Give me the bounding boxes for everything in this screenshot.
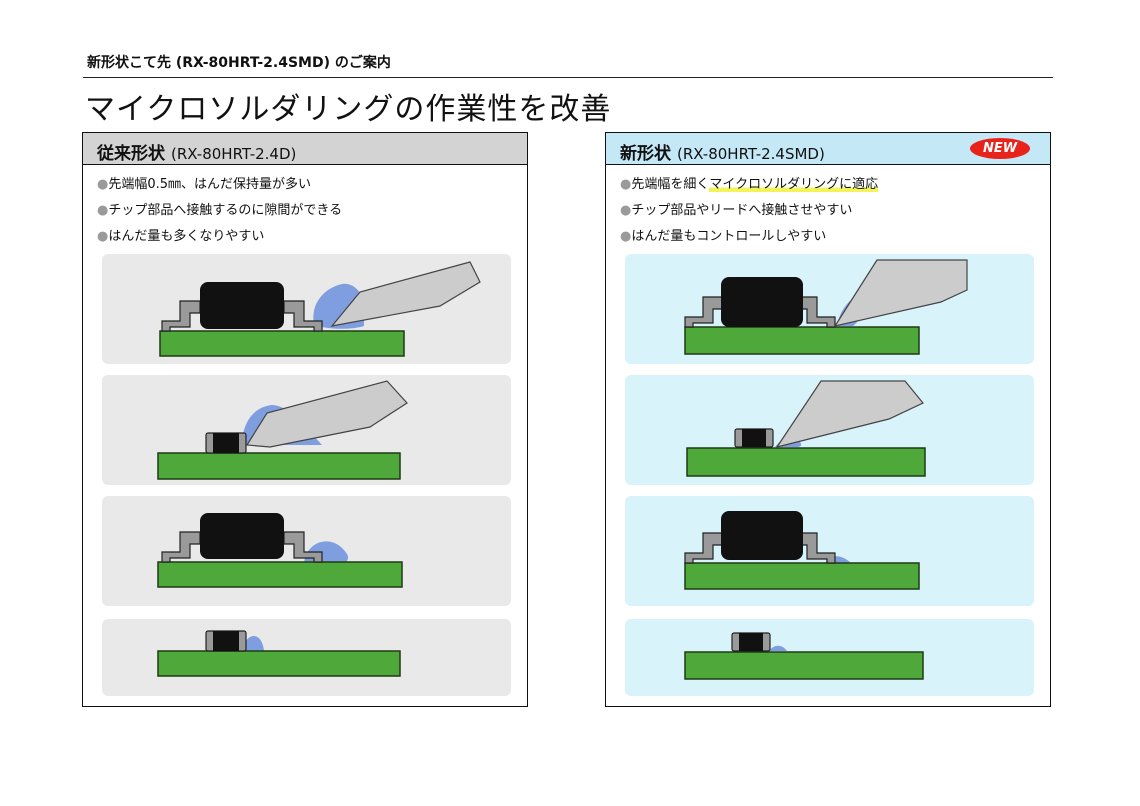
chip-body <box>213 433 239 453</box>
solder-fillet <box>769 645 787 651</box>
pcb-board <box>684 326 920 355</box>
pcb-board <box>157 650 401 677</box>
feature-item: ●先端幅を細くマイクロソルダリングに適応 <box>620 175 879 201</box>
feature-text: はんだ量も多くなりやすい <box>108 229 265 244</box>
feature-text: はんだ量もコントロールしやすい <box>631 229 827 244</box>
pcb-board <box>159 330 405 357</box>
soldering-tip <box>330 261 481 327</box>
new-diagram-large-chip-angled <box>625 254 1034 364</box>
bullet-icon: ● <box>620 229 632 244</box>
bullet-icon: ● <box>620 203 632 218</box>
conventional-title-main: 従来形状 <box>97 144 165 164</box>
new-title-model: (RX-80HRT-2.4SMD) <box>677 145 825 163</box>
feature-item: ●チップ部品へ接触するのに隙間ができる <box>97 201 342 227</box>
chip-component <box>200 282 284 329</box>
conventional-diagram-small-chip-angled <box>102 375 511 485</box>
header-rule <box>83 77 1053 78</box>
component-lead <box>161 531 201 563</box>
conventional-features: ●先端幅0.5㎜、はんだ保持量が多い ●チップ部品へ接触するのに隙間ができる ●… <box>97 175 342 253</box>
new-diagram-large-chip-result <box>625 496 1034 606</box>
chip-body <box>739 633 763 651</box>
conventional-diagram-large-chip-result <box>102 496 511 606</box>
bullet-icon: ● <box>97 203 109 218</box>
bullet-icon: ● <box>97 229 109 244</box>
conventional-panel: 従来形状(RX-80HRT-2.4D) ●先端幅0.5㎜、はんだ保持量が多い ●… <box>82 132 528 707</box>
feature-text: 先端幅0.5㎜、はんだ保持量が多い <box>108 177 312 192</box>
feature-item: ●はんだ量も多くなりやすい <box>97 227 342 253</box>
feature-text: チップ部品へ接触するのに隙間ができる <box>108 203 343 218</box>
feature-item: ●チップ部品やリードへ接触させやすい <box>620 201 878 227</box>
feature-highlight: マイクロソルダリング <box>709 177 840 192</box>
chip-body <box>742 429 766 447</box>
new-diagram-small-chip-angled <box>625 375 1034 485</box>
chip-component <box>721 511 803 560</box>
pcb-board <box>684 651 924 680</box>
feature-text: 先端幅を細く <box>631 177 710 192</box>
pcb-board <box>157 452 401 480</box>
new-title-main: 新形状 <box>620 144 671 164</box>
conventional-panel-title: 従来形状 (RX-80HRT-2.4D) <box>97 139 296 164</box>
new-badge: NEW <box>970 138 1030 159</box>
conventional-panel-header: 従来形状 (RX-80HRT-2.4D) <box>83 133 527 165</box>
header-subtitle: 新形状こて先 (RX-80HRT-2.4SMD) のご案内 <box>87 55 391 71</box>
pcb-board <box>686 447 926 477</box>
new-shape-panel: 新形状(RX-80HRT-2.4SMD) NEW ●先端幅を細くマイクロソルダリ… <box>605 132 1051 707</box>
pcb-board <box>684 562 920 590</box>
soldering-tip <box>775 380 924 448</box>
chip-component <box>721 277 803 327</box>
bullet-icon: ● <box>620 177 632 192</box>
feature-text-suffix: に適応 <box>839 177 879 192</box>
conventional-diagram-small-chip-result <box>102 619 511 696</box>
component-lead <box>684 532 724 564</box>
conventional-diagram-large-chip-angled <box>102 254 511 364</box>
conventional-title-model: (RX-80HRT-2.4D) <box>171 145 297 163</box>
component-lead <box>684 296 724 328</box>
feature-item: ●先端幅0.5㎜、はんだ保持量が多い <box>97 175 342 201</box>
bullet-icon: ● <box>97 177 109 192</box>
page-title: マイクロソルダリングの作業性を改善 <box>85 92 612 127</box>
chip-component <box>200 513 284 559</box>
chip-body <box>213 631 239 651</box>
component-lead <box>161 300 201 332</box>
new-shape-panel-title: 新形状 (RX-80HRT-2.4SMD) <box>620 139 825 164</box>
soldering-tip <box>833 259 968 327</box>
feature-item: ●はんだ量もコントロールしやすい <box>620 227 878 253</box>
solder-fillet <box>242 636 264 651</box>
pcb-board <box>157 561 403 588</box>
new-shape-panel-header: 新形状 (RX-80HRT-2.4SMD) NEW <box>606 133 1050 165</box>
feature-text: チップ部品やリードへ接触させやすい <box>631 203 853 218</box>
soldering-tip <box>245 380 408 448</box>
new-shape-features: ●先端幅を細くマイクロソルダリングに適応 ●チップ部品やリードへ接触させやすい … <box>620 175 879 253</box>
new-diagram-small-chip-result <box>625 619 1034 696</box>
